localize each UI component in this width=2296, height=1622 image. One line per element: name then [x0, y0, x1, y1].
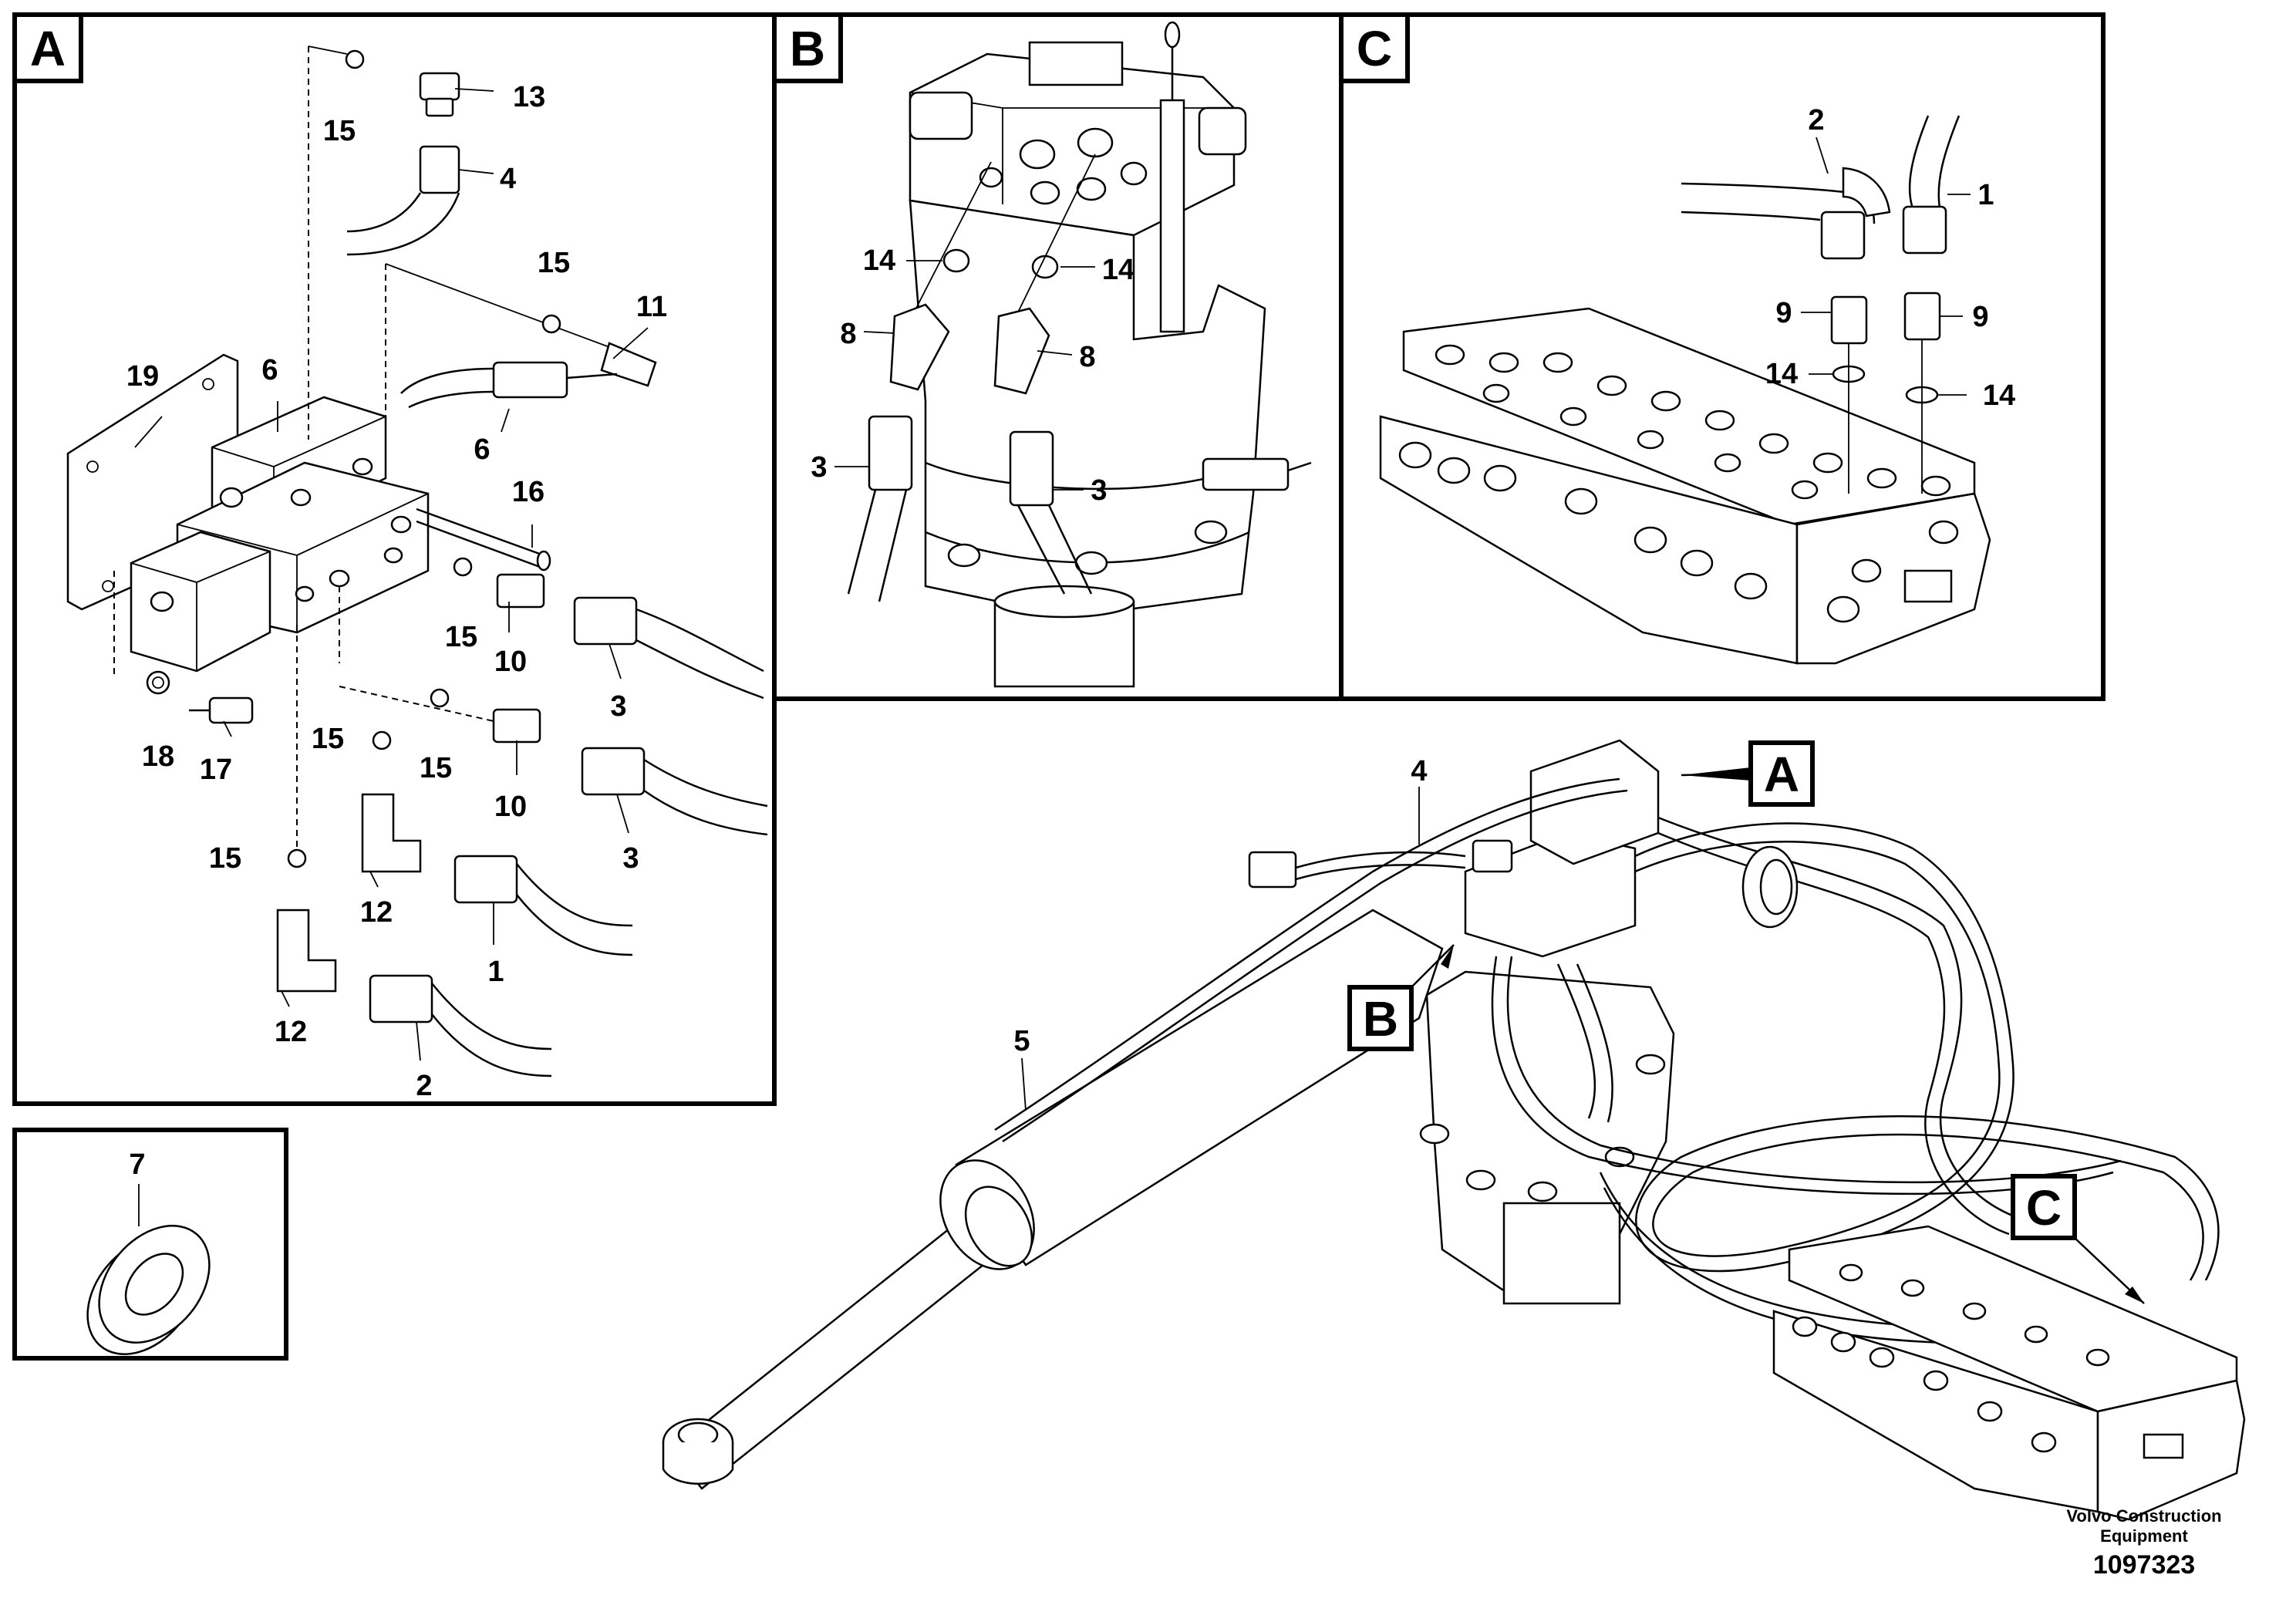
o-ring-14-left: [942, 248, 970, 273]
brand-line-1: Volvo Construction: [2066, 1506, 2221, 1526]
panel-a-label-box: A: [12, 12, 83, 83]
callout-9: 9: [1775, 297, 1792, 329]
overview-ref-b-label: B: [1363, 991, 1398, 1047]
elbow-12-lower: [276, 909, 337, 993]
valve-port-grid: [1398, 344, 1959, 623]
overview-ref-b: B: [1347, 944, 1455, 1051]
callout-14: 14: [1765, 358, 1798, 390]
panel-b-label: B: [790, 21, 825, 76]
valve-block-lower: [130, 531, 271, 673]
overview-ref-a: A: [1681, 740, 1815, 807]
callout-15: 15: [209, 842, 241, 875]
callout-15: 15: [323, 115, 356, 147]
callout-7: 7: [129, 1148, 145, 1181]
callout-3: 3: [1091, 474, 1107, 507]
panel-c-frame: [1339, 12, 2106, 701]
elbow-8-right: [993, 307, 1050, 395]
callout-3: 3: [622, 842, 639, 875]
callout-6: 6: [474, 433, 490, 466]
footer: Volvo Construction Equipment 1097323: [2066, 1506, 2221, 1580]
document-number: 1097323: [2093, 1550, 2195, 1580]
elbow-8-left: [889, 303, 950, 391]
bolt-17: [208, 696, 254, 724]
callout-14: 14: [1102, 254, 1135, 286]
callout-1: 1: [487, 956, 504, 988]
panel-b-callouts: 14 14 8 8 3 3: [811, 244, 1135, 507]
valve-block-overview: [1248, 739, 1660, 958]
callout-12: 12: [275, 1016, 307, 1048]
boom-cylinder: [662, 909, 1444, 1490]
callout-8: 8: [840, 318, 856, 350]
hose-end-3-left: [868, 415, 913, 491]
callout-14: 14: [1983, 379, 2015, 412]
callout-11: 11: [636, 291, 667, 323]
callout-1: 1: [1977, 179, 1994, 211]
callout-3: 3: [610, 690, 626, 723]
hose-routing: [994, 777, 2220, 1346]
adapter-10-upper: [496, 573, 545, 609]
hose-end-2-panel-c: [1820, 211, 1866, 260]
callout-4: 4: [1411, 755, 1427, 787]
callout-10: 10: [494, 791, 527, 823]
fitting-4: [419, 145, 460, 194]
hose-end-2: [369, 974, 433, 1023]
fitting-13: [419, 72, 460, 101]
brand-line-2: Equipment: [2100, 1526, 2188, 1546]
callout-15: 15: [420, 752, 452, 784]
swing-motor-overview: [1419, 970, 1675, 1305]
callout-8: 8: [1079, 341, 1095, 373]
panel-b-drawing: [834, 21, 1312, 688]
panel-a-drawing: [66, 46, 768, 1077]
hose-end-6: [492, 361, 568, 399]
overview-ref-c-label: C: [2026, 1180, 2062, 1236]
callout-5: 5: [1013, 1025, 1030, 1057]
adapter-9-left: [1830, 295, 1868, 345]
callout-10: 10: [494, 646, 527, 678]
panel-b-label-box: B: [772, 12, 843, 83]
detail-7-drawing: 7: [86, 1148, 211, 1355]
callout-9: 9: [1972, 301, 1988, 333]
callout-15: 15: [445, 621, 477, 653]
overview-ref-a-label: A: [1764, 747, 1799, 802]
callout-15: 15: [312, 723, 344, 755]
overview-drawing: A B C 4 5: [662, 739, 2246, 1521]
washer-18: [146, 670, 170, 695]
hose-end-3-lower: [581, 747, 646, 796]
callout-2: 2: [416, 1070, 432, 1102]
panel-c-label: C: [1357, 21, 1392, 76]
callout-19: 19: [126, 360, 159, 393]
callout-12: 12: [360, 896, 393, 929]
detail-7-frame: [12, 1128, 288, 1361]
hose-end-1: [453, 855, 518, 904]
callout-2: 2: [1808, 104, 1824, 137]
hose-end-1-panel-c: [1902, 205, 1947, 255]
overview-ref-c: C: [2011, 1174, 2145, 1304]
panel-c-drawing: [1379, 115, 1991, 665]
panel-c-callouts: 2 1 9 9 14 14: [1765, 104, 2015, 412]
elbow-fitting-11: [600, 342, 657, 387]
adapter-9-right: [1903, 292, 1941, 341]
control-valve-end: [1795, 492, 1991, 665]
hose-end-3-upper: [573, 596, 638, 646]
level-gauge: [1159, 99, 1185, 333]
panel-a-label: A: [30, 21, 66, 76]
callout-6: 6: [261, 354, 278, 386]
callout-4: 4: [500, 163, 516, 195]
adapter-10-lower: [492, 708, 541, 744]
control-valve-overview: [1772, 1225, 2246, 1521]
callout-3: 3: [811, 451, 827, 484]
callout-16: 16: [512, 476, 544, 508]
panel-a-callouts: 13 15 4 15 11 19 6 6 16 15 10 3 18 17 15…: [126, 81, 667, 1102]
hose-end-3-right: [1009, 430, 1054, 507]
callout-18: 18: [142, 740, 174, 773]
panel-c-label-box: C: [1339, 12, 1410, 83]
callout-15: 15: [538, 247, 570, 279]
callout-14: 14: [863, 244, 895, 277]
callout-17: 17: [200, 754, 232, 786]
elbow-12-upper: [361, 793, 422, 873]
callout-13: 13: [513, 81, 545, 113]
swing-motor-body: [909, 199, 1266, 619]
